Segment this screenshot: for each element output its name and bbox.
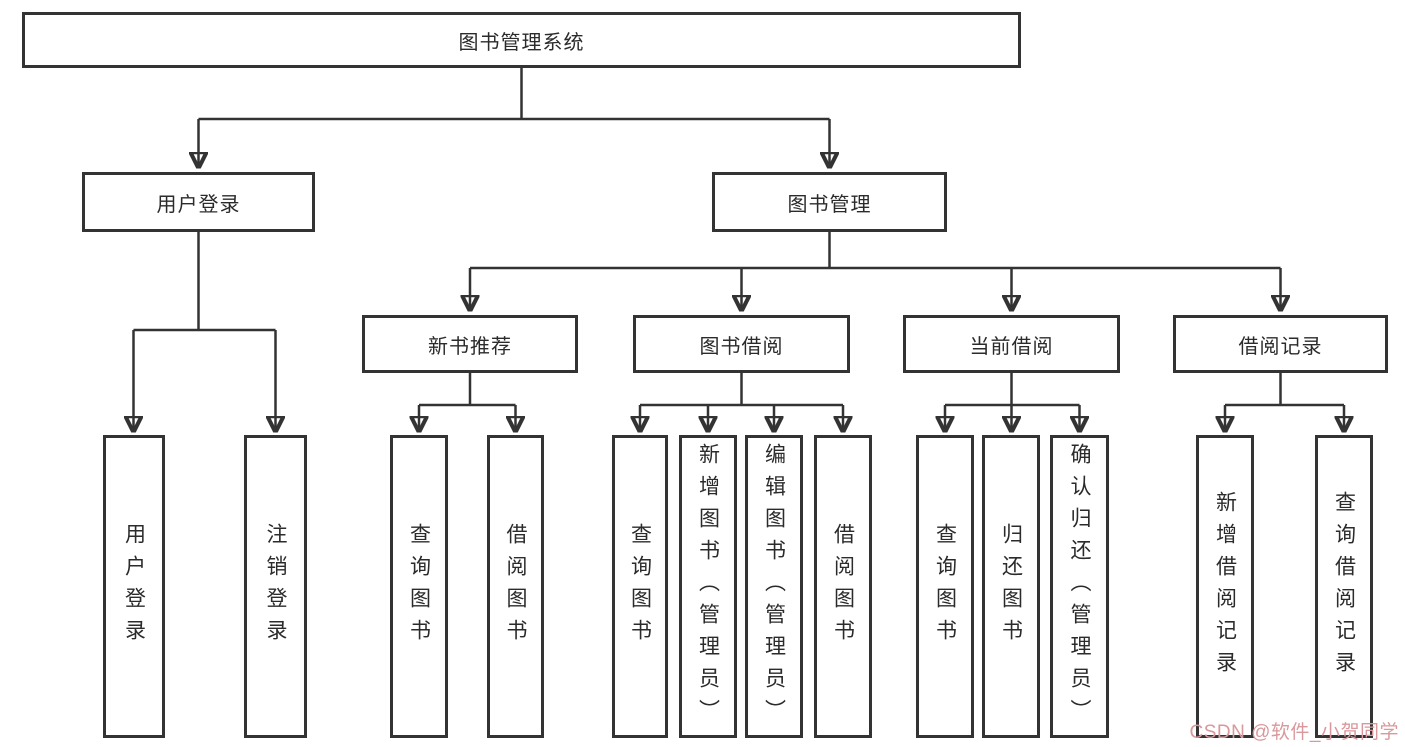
leaf-label: 借阅图书 [504,522,527,651]
leaf-label: 新增借阅记录 [1213,490,1237,683]
node-label: 新书推荐 [428,335,512,358]
node-new-book-recommend: 新书推荐 [362,315,578,373]
leaf-label: 查询借阅记录 [1332,490,1356,683]
node-current-borrow: 当前借阅 [903,315,1120,373]
leaf-logout: 注销登录 [244,435,307,738]
node-book-borrow: 图书借阅 [633,315,850,373]
leaf-query-books-current: 查询图书 [916,435,974,738]
leaf-label: 查询图书 [933,522,957,651]
leaf-user-login: 用户登录 [103,435,165,738]
leaf-label: 查询图书 [628,522,652,651]
leaf-confirm-return-admin: 确认归还（管理员） [1050,435,1109,738]
leaf-label: 用户登录 [122,522,146,651]
leaf-label: 借阅图书 [831,522,855,651]
node-label: 当前借阅 [969,335,1054,358]
leaf-edit-books-admin: 编辑图书（管理员） [745,435,803,738]
node-root-system: 图书管理系统 [22,12,1021,68]
leaf-query-borrow-record: 查询借阅记录 [1315,435,1373,738]
leaf-label: 新增图书（管理员） [696,442,720,731]
leaf-query-books-borrow: 查询图书 [612,435,668,738]
leaf-label: 确认归还（管理员） [1068,442,1091,731]
leaf-borrow-books-recommend: 借阅图书 [487,435,544,738]
leaf-label: 编辑图书（管理员） [762,442,786,731]
node-label: 图书管理系统 [458,31,585,54]
node-label: 图书借阅 [699,335,784,358]
node-borrow-record: 借阅记录 [1173,315,1388,373]
node-book-management: 图书管理 [712,172,947,232]
leaf-add-borrow-record: 新增借阅记录 [1196,435,1254,738]
csdn-watermark: CSDN @软件_小贺同学 [1189,722,1399,743]
leaf-label: 归还图书 [999,522,1023,651]
leaf-label: 注销登录 [264,522,287,651]
node-label: 用户登录 [156,193,241,216]
leaf-add-books-admin: 新增图书（管理员） [679,435,737,738]
leaf-borrow-books: 借阅图书 [814,435,872,738]
leaf-label: 查询图书 [407,522,431,651]
node-label: 借阅记录 [1238,335,1323,358]
node-label: 图书管理 [787,193,872,216]
leaf-query-books-recommend: 查询图书 [390,435,448,738]
leaf-return-books: 归还图书 [982,435,1040,738]
node-user-login: 用户登录 [82,172,315,232]
